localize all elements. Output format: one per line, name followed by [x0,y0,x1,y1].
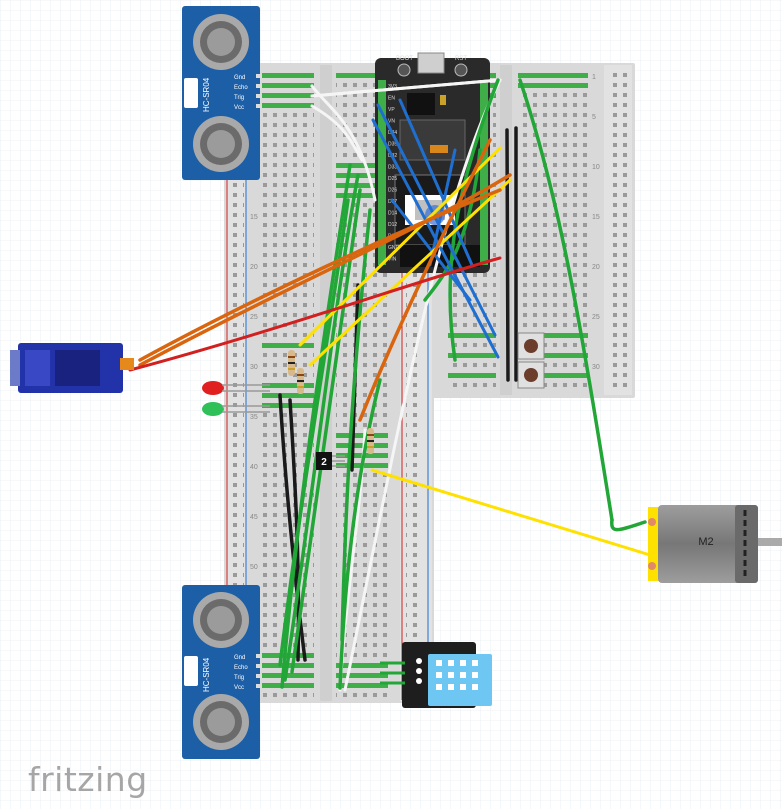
motor-label: M2 [698,536,713,548]
row-number-right: 1 [592,74,596,81]
fritzing-logo: fritzing [28,760,148,799]
esp32-pin-label: 3V3 [388,84,397,90]
row-number-left: 15 [250,214,258,221]
row-number-right: 20 [592,264,600,271]
orange-wires [138,138,512,422]
esp32-pin-label: D35 [388,142,397,148]
sensor-bottom-model: HC-SR04 [202,657,211,692]
push-button-2 [517,361,545,389]
esp32-pin-label: EN [388,96,395,102]
dc-motor: M2 [648,505,782,583]
row-number-left: 35 [250,414,258,421]
sensor-top-model: HC-SR04 [202,77,211,112]
sensor-bottom-pin-gnd: Gnd [234,655,245,661]
row-number-left: 50 [250,564,258,571]
esp32-pin-label: D26 [388,188,397,194]
dht11-sensor [380,642,492,708]
esp32-pin-label: D14 [388,211,397,217]
esp32-pin-label: VP [388,107,395,113]
transistor: 2 [316,452,345,470]
row-number-left: 20 [250,264,258,271]
sensor-top-pin-vcc: Vcc [234,105,244,111]
blue-wires [371,98,500,359]
esp32-pin-label: D12 [388,222,397,228]
row-number-right: 30 [592,364,600,371]
resistor-3 [367,428,374,454]
row-number-left: 40 [250,464,258,471]
sensor-bottom-pin-echo: Echo [234,665,248,671]
red-wires [128,256,502,372]
wires [128,78,652,692]
led-green [202,402,270,416]
rst-label: RST [455,56,467,62]
esp32-pin-label: D25 [388,176,397,182]
resistor-1 [288,350,295,376]
row-number-left: 30 [250,364,258,371]
transistor-label: 2 [321,457,327,468]
esp32-pin-label: VIN [388,257,397,263]
row-number-left: 45 [250,514,258,521]
ultrasonic-sensor-top: HC-SR04 Gnd Echo Trig Vcc [182,6,262,180]
row-number-right: 15 [592,214,600,221]
resistor-2 [297,368,304,394]
sensor-top-pin-echo: Echo [234,85,248,91]
row-number-right: 5 [592,114,596,121]
yellow-wires [298,146,652,557]
boot-label: BOOT [396,56,413,62]
row-number-right: 10 [592,164,600,171]
ultrasonic-sensor-bottom: HC-SR04 Gnd Echo Trig Vcc [182,585,262,759]
push-button-1 [517,332,545,360]
row-number-left: 25 [250,314,258,321]
row-number-right: 25 [592,314,600,321]
sensor-bottom-pin-trig: Trig [234,675,244,681]
esp32-pin-label: GND [388,245,400,251]
sensor-top-pin-gnd: Gnd [234,75,245,81]
esp32-pin-label: VN [388,119,395,125]
sensor-bottom-pin-vcc: Vcc [234,685,244,691]
led-red [202,381,270,395]
sensor-top-pin-trig: Trig [234,95,244,101]
esp32-pin-label: D33 [388,165,397,171]
servo-motor [10,343,134,393]
